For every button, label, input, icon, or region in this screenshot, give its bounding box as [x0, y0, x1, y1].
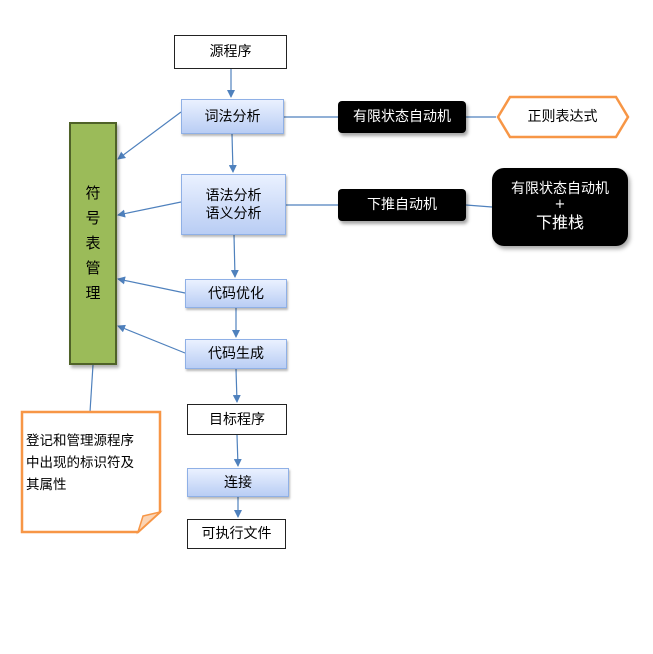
symbol-table-char-2: 号 [85, 209, 101, 227]
symbol-table-char-3: 表 [85, 234, 101, 252]
link-symbol-table-to-note [89, 364, 94, 413]
fa-plus-stack-line3: 下推栈 [535, 213, 584, 232]
link-pda-to-fa-stack [465, 204, 493, 208]
source-program-label: 源程序 [209, 44, 252, 60]
link-label: 连接 [224, 474, 252, 491]
fa-plus-stack-box: 有限状态自动机 + 下推栈 [492, 168, 628, 246]
arrow-syntax-to-optimization [230, 234, 239, 278]
fa-plus-stack-plus: + [554, 197, 566, 212]
target-program-box: 目标程序 [187, 404, 287, 435]
code-optimization-box: 代码优化 [185, 279, 287, 308]
executable-file-box: 可执行文件 [187, 519, 286, 549]
arrow-lexical-to-symbol-table [117, 111, 182, 160]
lexical-analysis-label: 词法分析 [204, 108, 261, 125]
code-generation-box: 代码生成 [185, 339, 287, 369]
pushdown-automaton-box: 下推自动机 [338, 189, 466, 221]
arrow-generation-to-symbol-table [117, 324, 186, 354]
syntax-semantic-analysis-box: 语法分析 语义分析 [181, 174, 286, 235]
note-line-2: 中出现的标识符及 [26, 455, 134, 471]
arrow-target-to-link [233, 434, 242, 467]
code-generation-label: 代码生成 [208, 346, 264, 362]
arrow-lexical-to-syntax [228, 133, 237, 173]
finite-automaton-box: 有限状态自动机 [338, 101, 466, 133]
arrow-optimization-to-symbol-table [117, 276, 186, 294]
link-box: 连接 [187, 468, 289, 497]
executable-file-label: 可执行文件 [201, 526, 272, 542]
code-optimization-label: 代码优化 [208, 285, 264, 302]
regular-expression-box: 正则表达式 [505, 99, 620, 135]
fa-plus-stack-line1: 有限状态自动机 [511, 181, 609, 197]
target-program-label: 目标程序 [209, 411, 265, 428]
arrow-generation-to-target [232, 368, 241, 403]
finite-automaton-label: 有限状态自动机 [353, 109, 451, 125]
arrow-syntax-to-symbol-table [117, 201, 182, 218]
note-text-box: 登记和管理源程序 中出现的标识符及 其属性 [26, 430, 156, 500]
note-line-1: 登记和管理源程序 [26, 433, 134, 449]
syntax-analysis-label: 语法分析 [205, 187, 262, 204]
semantic-analysis-label: 语义分析 [205, 205, 262, 222]
regex-hexagon [496, 95, 630, 139]
regular-expression-label: 正则表达式 [527, 109, 598, 125]
note-line-3: 其属性 [26, 477, 67, 493]
pushdown-automaton-label: 下推自动机 [367, 197, 437, 213]
symbol-table-char-1: 符 [85, 184, 101, 202]
symbol-table-management-box: 符 号 表 管 理 [69, 122, 117, 365]
source-program-box: 源程序 [174, 35, 287, 69]
symbol-table-char-4: 管 [85, 259, 101, 277]
note-fold [136, 510, 163, 535]
lexical-analysis-box: 词法分析 [181, 99, 284, 134]
symbol-table-char-5: 理 [85, 284, 101, 302]
